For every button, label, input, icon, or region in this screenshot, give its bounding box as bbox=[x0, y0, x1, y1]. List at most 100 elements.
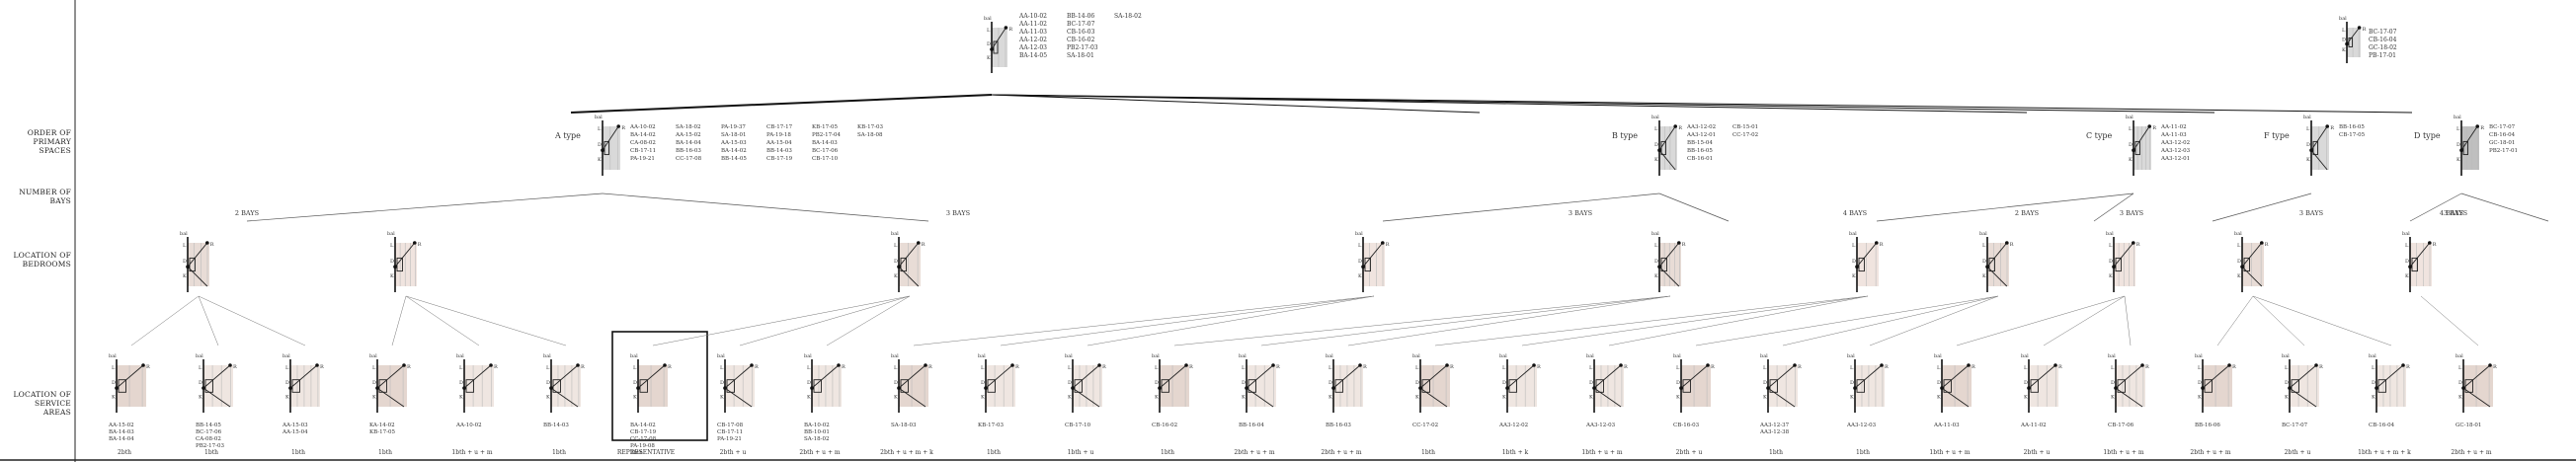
type-code: CB-16-01 bbox=[1687, 156, 1713, 162]
plan-label: D bbox=[981, 380, 985, 386]
plan-link bbox=[550, 387, 579, 408]
plan-label: K bbox=[807, 395, 811, 401]
service-code: AA-11-02 bbox=[2020, 423, 2047, 428]
tree-branch bbox=[405, 295, 567, 346]
service-code: CC-17-02 bbox=[1412, 423, 1438, 428]
plan-link bbox=[1246, 364, 1274, 389]
plan-node bbox=[1418, 386, 1422, 390]
plan-room bbox=[1856, 379, 1865, 393]
plan-node bbox=[2240, 265, 2244, 270]
tree-branch bbox=[2460, 192, 2549, 222]
plan-label: R bbox=[494, 364, 498, 370]
plan-label: L bbox=[2237, 243, 2241, 249]
plan-node bbox=[375, 386, 379, 390]
caption: 2bth + u + m bbox=[2451, 449, 2491, 456]
plan-link bbox=[1419, 387, 1448, 408]
plan-fill bbox=[1333, 365, 1363, 407]
plan-label: bal bbox=[456, 353, 464, 359]
plan-label: K bbox=[2198, 395, 2202, 401]
tree-branch bbox=[602, 192, 929, 222]
plan-label: K bbox=[2456, 157, 2460, 163]
plan-node bbox=[186, 265, 190, 270]
plan-node bbox=[1245, 386, 1248, 390]
plan-label: D bbox=[987, 41, 991, 47]
plan-label: K bbox=[112, 395, 116, 401]
plan-fill bbox=[203, 365, 233, 407]
plan-label: K bbox=[2237, 273, 2241, 279]
plan-label: R bbox=[1798, 364, 1802, 370]
tree-branch bbox=[1658, 192, 1730, 222]
caption: 2bth + u + m bbox=[1321, 449, 1361, 456]
plan-room bbox=[2134, 140, 2140, 156]
plan-fill bbox=[1420, 365, 1450, 407]
caption: 1bth bbox=[378, 449, 392, 456]
plan-label: bal bbox=[804, 353, 812, 359]
type-code: KB-17-05 bbox=[812, 124, 838, 130]
plan-label: R bbox=[2152, 125, 2156, 131]
tree-branch bbox=[1087, 295, 1375, 346]
caption: 1bth bbox=[552, 449, 566, 456]
caption: 1bth + k bbox=[1502, 449, 1529, 456]
bays-label: 3 BAYS bbox=[1569, 209, 1592, 217]
caption: 2bth + u bbox=[1676, 449, 1703, 456]
plan-label: bal bbox=[1239, 353, 1247, 359]
plan-fill bbox=[638, 365, 668, 407]
plan-link bbox=[1506, 364, 1535, 389]
plan-label: D bbox=[1589, 380, 1593, 386]
plan-label: D bbox=[1852, 259, 1856, 265]
plan-label: L bbox=[2111, 365, 2115, 371]
plan-label: K bbox=[598, 157, 602, 163]
plan-link bbox=[202, 387, 231, 408]
plan-label: bal bbox=[109, 353, 117, 359]
plan-label: bal bbox=[387, 231, 395, 237]
plan-label: bal bbox=[1847, 353, 1855, 359]
bays-label: 3 BAYS bbox=[2120, 209, 2143, 217]
plan-label: D bbox=[2372, 380, 2375, 386]
plan-label: K bbox=[1654, 157, 1658, 163]
type-code: BB-16-03 bbox=[676, 148, 701, 154]
plan-room bbox=[2243, 257, 2250, 272]
plan-node bbox=[141, 363, 145, 367]
plan-fill bbox=[812, 365, 842, 407]
plan-node bbox=[1004, 26, 1008, 30]
plan-label: D bbox=[894, 259, 898, 265]
plan-room bbox=[1248, 379, 1256, 393]
plan-node bbox=[1985, 265, 1989, 270]
plan-node bbox=[2227, 363, 2231, 367]
service-code: CB-17-08 bbox=[717, 423, 744, 428]
plan-label: bal bbox=[1760, 353, 1768, 359]
plan-label: D bbox=[2198, 380, 2202, 386]
plan-node bbox=[1097, 363, 1101, 367]
plan-link bbox=[1072, 387, 1100, 408]
type-code: BB-15-04 bbox=[1687, 140, 1713, 146]
plan-label: L bbox=[1850, 365, 1854, 371]
plan-node bbox=[2027, 386, 2031, 390]
plan-link bbox=[1680, 364, 1709, 389]
plan-label: bal bbox=[2455, 353, 2463, 359]
plan-room bbox=[1334, 379, 1343, 393]
tree-branch bbox=[739, 295, 911, 346]
plan-label: bal bbox=[1934, 353, 1942, 359]
plan-label: D bbox=[894, 380, 898, 386]
service-code: BB-10-01 bbox=[804, 429, 830, 435]
plan-label: D bbox=[633, 380, 637, 386]
plan-label: K bbox=[459, 395, 463, 401]
plan-fill bbox=[1247, 365, 1276, 407]
plan-label: bal bbox=[2108, 353, 2116, 359]
service-code: BB-16-06 bbox=[2195, 423, 2220, 428]
plan-node bbox=[1271, 363, 1275, 367]
service-code: CB-17-06 bbox=[2108, 423, 2134, 428]
plan-node bbox=[402, 363, 406, 367]
plan-link bbox=[1854, 364, 1883, 389]
plan-node bbox=[2325, 124, 2329, 128]
type-code: AA-11-02 bbox=[2160, 124, 2187, 130]
service-code: SA-18-03 bbox=[891, 423, 917, 428]
plan-label: D bbox=[1654, 259, 1658, 265]
plan-label: D bbox=[199, 380, 202, 386]
plan-link bbox=[202, 364, 231, 389]
plan-node bbox=[1875, 241, 1879, 245]
